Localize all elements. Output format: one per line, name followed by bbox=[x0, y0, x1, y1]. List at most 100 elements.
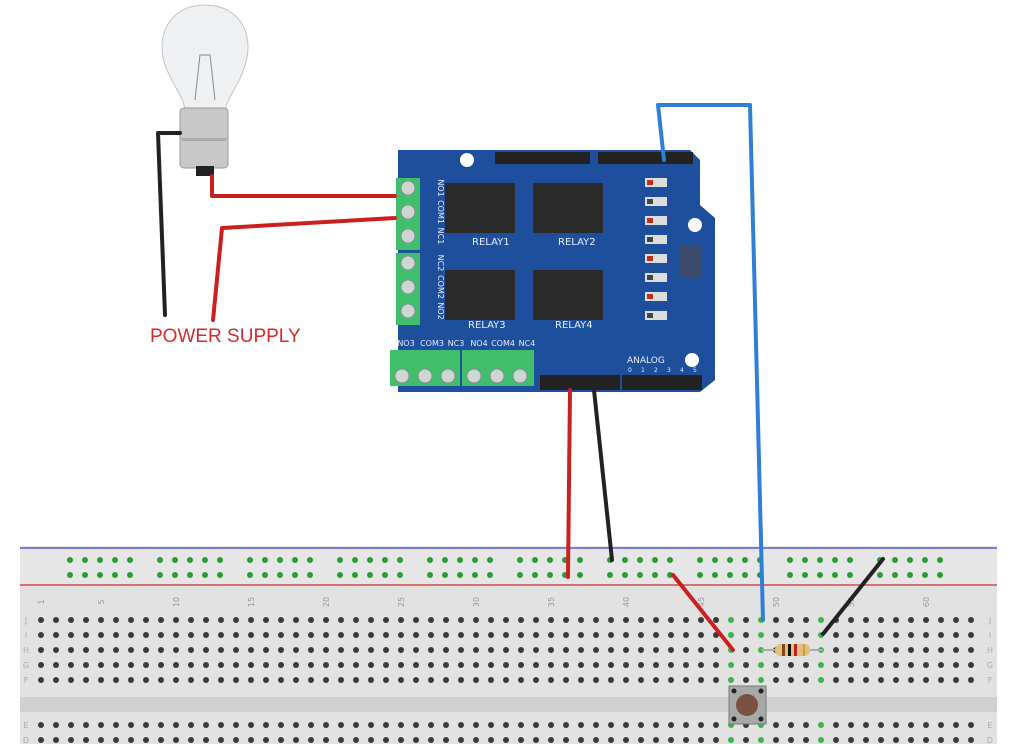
rail-hole[interactable] bbox=[157, 557, 163, 563]
breadboard-hole[interactable] bbox=[668, 647, 674, 653]
breadboard-hole[interactable] bbox=[173, 662, 179, 668]
breadboard-hole[interactable] bbox=[413, 647, 419, 653]
breadboard-hole[interactable] bbox=[848, 647, 854, 653]
breadboard-hole[interactable] bbox=[38, 737, 44, 743]
breadboard-hole[interactable] bbox=[878, 632, 884, 638]
breadboard-hole[interactable] bbox=[368, 647, 374, 653]
breadboard-hole[interactable] bbox=[833, 737, 839, 743]
breadboard-hole[interactable] bbox=[653, 722, 659, 728]
breadboard-hole[interactable] bbox=[338, 677, 344, 683]
breadboard-hole[interactable] bbox=[833, 662, 839, 668]
breadboard-hole[interactable] bbox=[683, 722, 689, 728]
rail-hole[interactable] bbox=[172, 557, 178, 563]
breadboard-hole[interactable] bbox=[338, 662, 344, 668]
breadboard-hole[interactable] bbox=[593, 677, 599, 683]
rail-hole[interactable] bbox=[187, 572, 193, 578]
breadboard-hole[interactable] bbox=[458, 737, 464, 743]
rail-hole[interactable] bbox=[697, 557, 703, 563]
breadboard-hole[interactable] bbox=[938, 617, 944, 623]
breadboard-hole[interactable] bbox=[113, 662, 119, 668]
rail-hole[interactable] bbox=[457, 557, 463, 563]
breadboard-hole[interactable] bbox=[398, 677, 404, 683]
breadboard-hole[interactable] bbox=[593, 647, 599, 653]
rail-hole[interactable] bbox=[367, 572, 373, 578]
breadboard-hole[interactable] bbox=[428, 722, 434, 728]
breadboard-hole[interactable] bbox=[323, 737, 329, 743]
breadboard-hole[interactable] bbox=[383, 632, 389, 638]
breadboard-hole[interactable] bbox=[728, 677, 734, 683]
breadboard-hole[interactable] bbox=[143, 647, 149, 653]
breadboard-hole[interactable] bbox=[923, 632, 929, 638]
breadboard-hole[interactable] bbox=[503, 677, 509, 683]
breadboard-hole[interactable] bbox=[83, 737, 89, 743]
breadboard-hole[interactable] bbox=[503, 632, 509, 638]
rail-hole[interactable] bbox=[277, 572, 283, 578]
breadboard-hole[interactable] bbox=[353, 647, 359, 653]
breadboard-hole[interactable] bbox=[53, 722, 59, 728]
breadboard-hole[interactable] bbox=[623, 617, 629, 623]
breadboard-hole[interactable] bbox=[263, 737, 269, 743]
rail-hole[interactable] bbox=[67, 557, 73, 563]
breadboard-hole[interactable] bbox=[293, 632, 299, 638]
breadboard-hole[interactable] bbox=[638, 722, 644, 728]
rail-hole[interactable] bbox=[532, 557, 538, 563]
breadboard-hole[interactable] bbox=[923, 722, 929, 728]
rail-hole[interactable] bbox=[442, 557, 448, 563]
rail-hole[interactable] bbox=[667, 572, 673, 578]
breadboard-hole[interactable] bbox=[653, 737, 659, 743]
rail-hole[interactable] bbox=[727, 557, 733, 563]
breadboard-hole[interactable] bbox=[428, 632, 434, 638]
breadboard-hole[interactable] bbox=[158, 662, 164, 668]
breadboard-hole[interactable] bbox=[53, 617, 59, 623]
breadboard-hole[interactable] bbox=[848, 737, 854, 743]
breadboard-hole[interactable] bbox=[563, 737, 569, 743]
breadboard-hole[interactable] bbox=[773, 677, 779, 683]
breadboard-hole[interactable] bbox=[563, 662, 569, 668]
breadboard-hole[interactable] bbox=[713, 737, 719, 743]
breadboard-hole[interactable] bbox=[488, 662, 494, 668]
breadboard-hole[interactable] bbox=[263, 632, 269, 638]
rail-hole[interactable] bbox=[367, 557, 373, 563]
breadboard-hole[interactable] bbox=[833, 632, 839, 638]
breadboard-hole[interactable] bbox=[878, 662, 884, 668]
breadboard-hole[interactable] bbox=[953, 662, 959, 668]
breadboard-hole[interactable] bbox=[503, 662, 509, 668]
push-button-icon[interactable] bbox=[728, 685, 767, 725]
breadboard-hole[interactable] bbox=[98, 662, 104, 668]
breadboard-hole[interactable] bbox=[818, 737, 824, 743]
breadboard-hole[interactable] bbox=[698, 662, 704, 668]
breadboard-hole[interactable] bbox=[203, 617, 209, 623]
rail-hole[interactable] bbox=[577, 557, 583, 563]
breadboard-hole[interactable] bbox=[533, 722, 539, 728]
rail-hole[interactable] bbox=[607, 572, 613, 578]
breadboard-hole[interactable] bbox=[38, 617, 44, 623]
breadboard-hole[interactable] bbox=[953, 722, 959, 728]
breadboard-hole[interactable] bbox=[353, 632, 359, 638]
breadboard-hole[interactable] bbox=[458, 647, 464, 653]
breadboard-hole[interactable] bbox=[563, 647, 569, 653]
breadboard-hole[interactable] bbox=[188, 662, 194, 668]
rail-hole[interactable] bbox=[832, 557, 838, 563]
breadboard-hole[interactable] bbox=[413, 677, 419, 683]
rail-hole[interactable] bbox=[307, 572, 313, 578]
breadboard-hole[interactable] bbox=[758, 737, 764, 743]
breadboard-hole[interactable] bbox=[548, 677, 554, 683]
breadboard-hole[interactable] bbox=[878, 617, 884, 623]
breadboard-hole[interactable] bbox=[83, 662, 89, 668]
breadboard-hole[interactable] bbox=[158, 617, 164, 623]
breadboard-hole[interactable] bbox=[623, 647, 629, 653]
breadboard-hole[interactable] bbox=[248, 617, 254, 623]
breadboard-hole[interactable] bbox=[368, 617, 374, 623]
breadboard-hole[interactable] bbox=[698, 677, 704, 683]
breadboard-hole[interactable] bbox=[158, 737, 164, 743]
breadboard-hole[interactable] bbox=[68, 617, 74, 623]
breadboard-hole[interactable] bbox=[563, 722, 569, 728]
breadboard-hole[interactable] bbox=[308, 617, 314, 623]
rail-hole[interactable] bbox=[157, 572, 163, 578]
breadboard-hole[interactable] bbox=[443, 677, 449, 683]
rail-hole[interactable] bbox=[802, 572, 808, 578]
breadboard-hole[interactable] bbox=[323, 677, 329, 683]
breadboard-hole[interactable] bbox=[458, 722, 464, 728]
breadboard-hole[interactable] bbox=[773, 617, 779, 623]
breadboard-hole[interactable] bbox=[773, 737, 779, 743]
